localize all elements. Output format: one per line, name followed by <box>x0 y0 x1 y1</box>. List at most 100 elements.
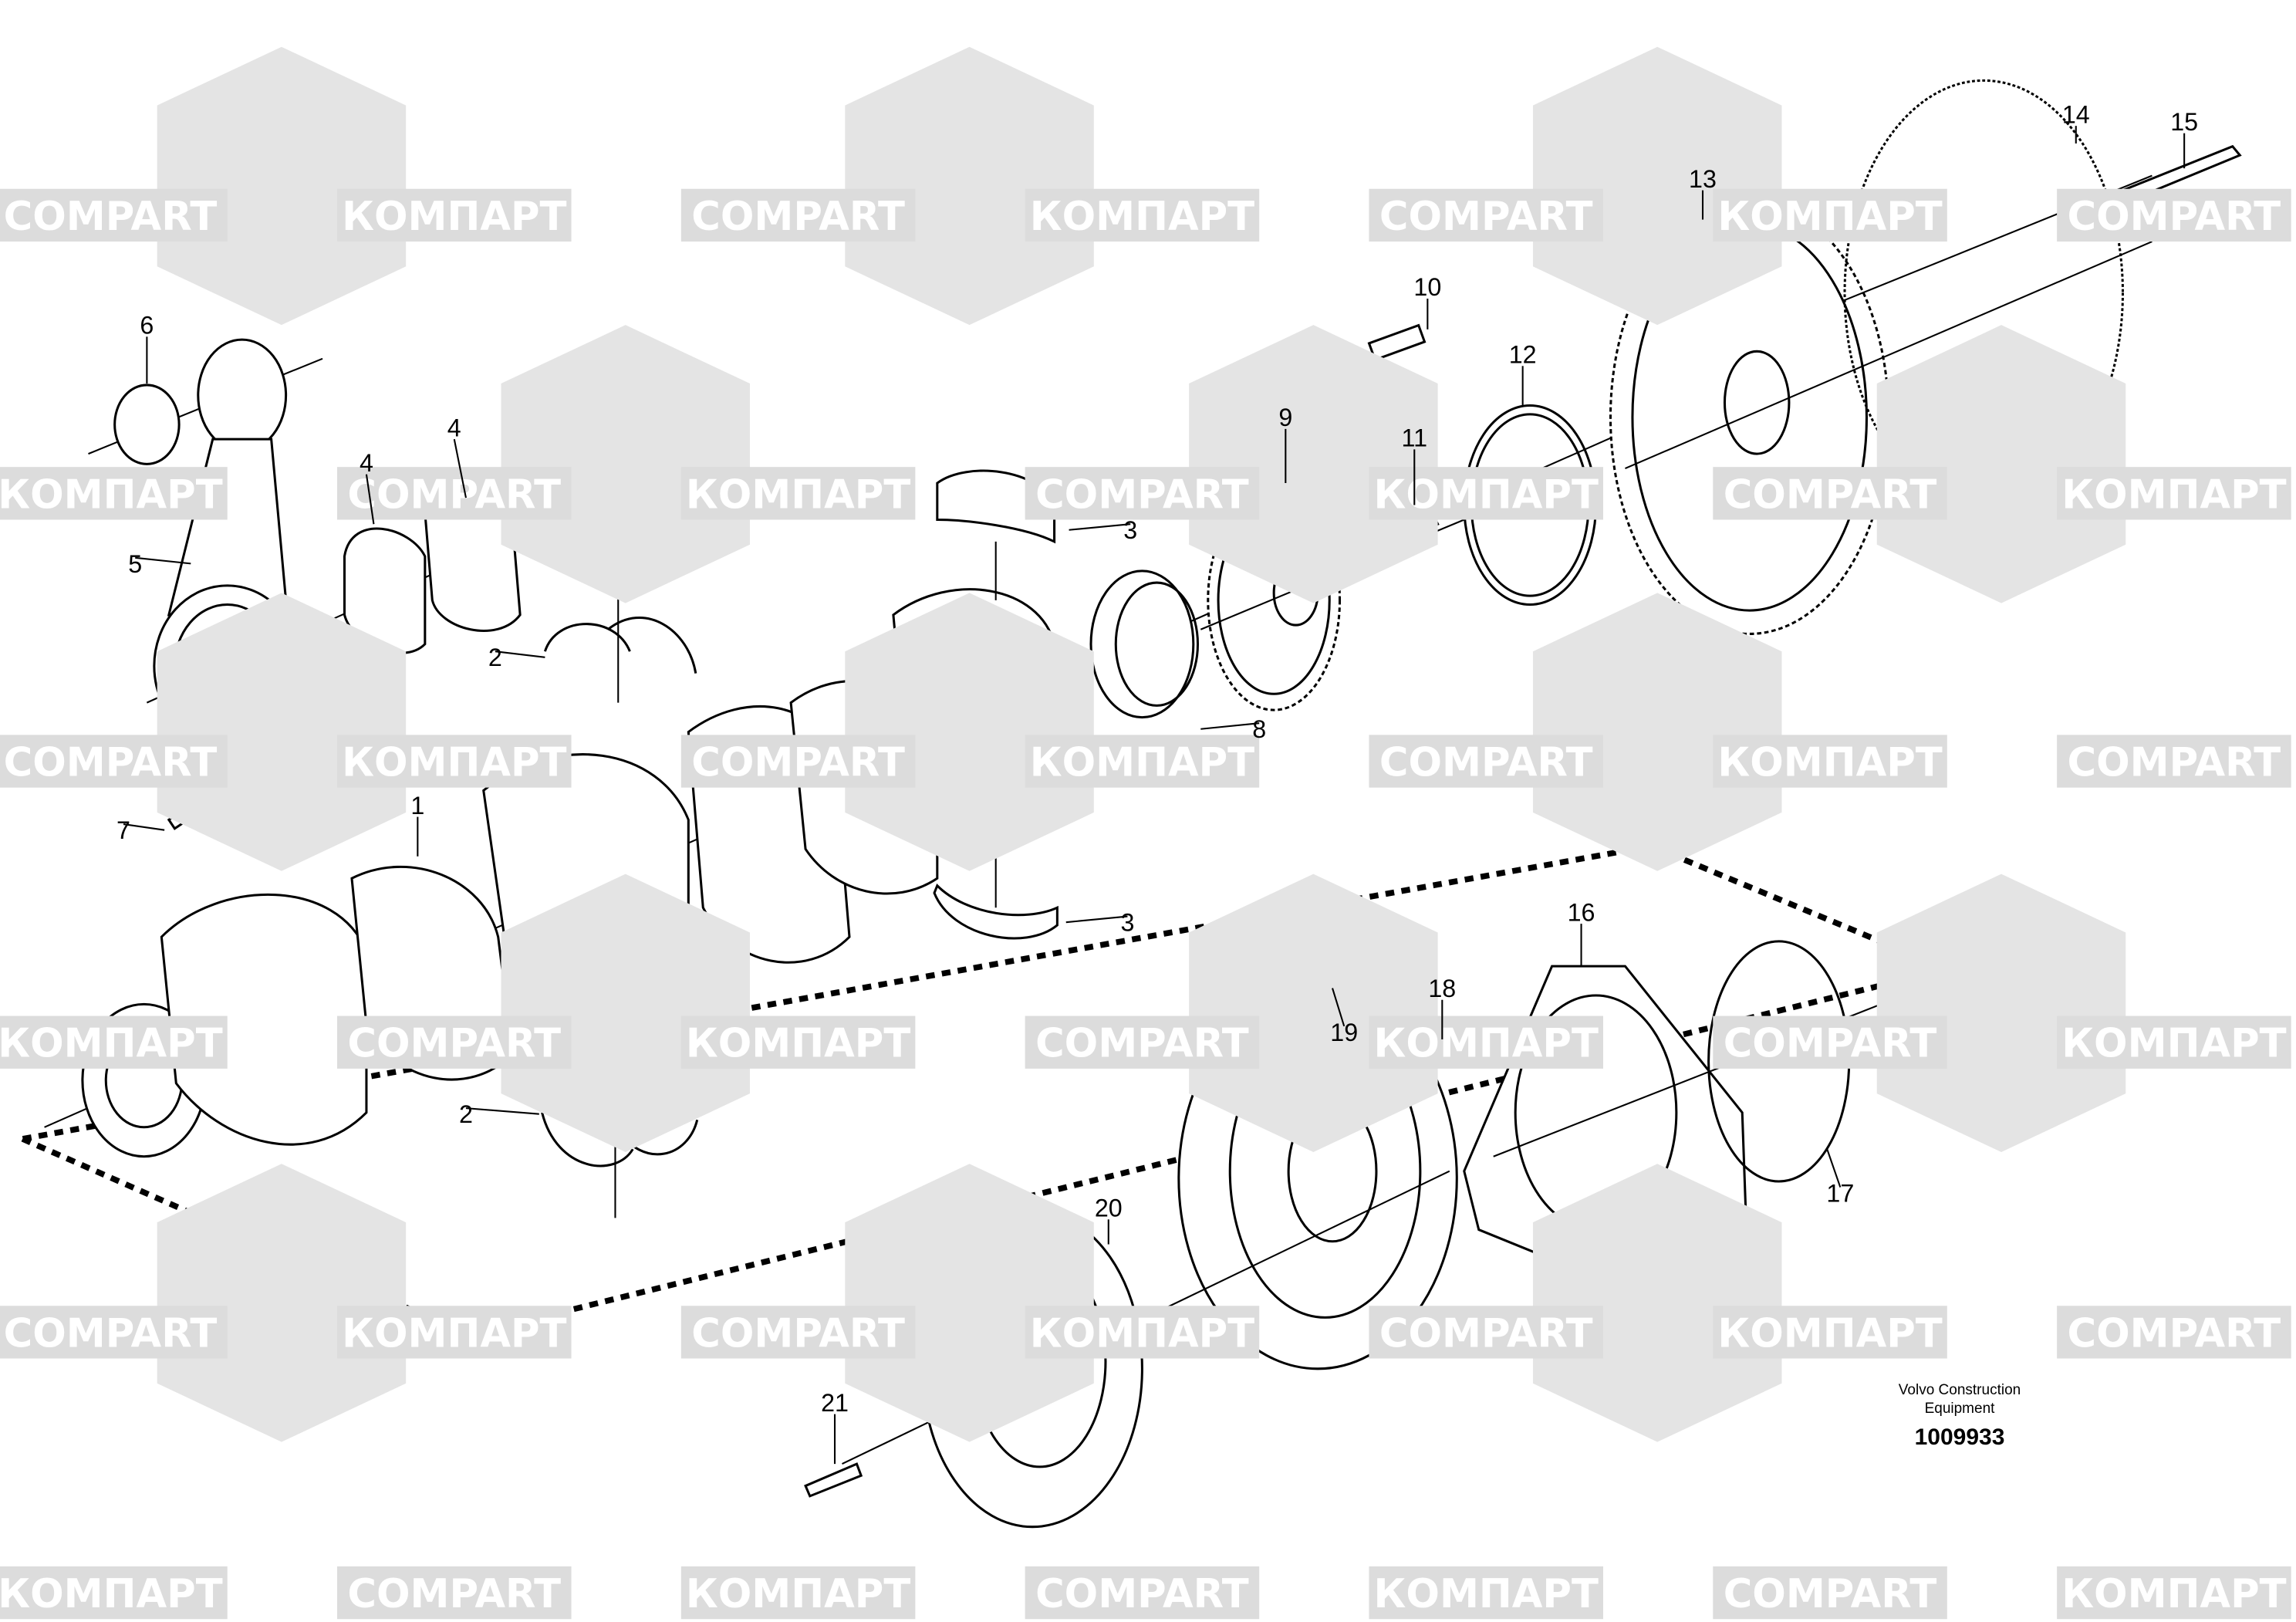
watermark-band <box>1369 1015 1604 1069</box>
callout-1[interactable]: 1 <box>410 792 424 819</box>
callout-leader <box>1069 523 1131 531</box>
callout-19[interactable]: 19 <box>1330 1019 1358 1046</box>
callout-3[interactable]: 3 <box>1123 516 1137 544</box>
watermark-band <box>1025 1566 1260 1620</box>
callout-7[interactable]: 7 <box>116 816 130 844</box>
watermark-band <box>337 188 572 242</box>
watermark-text: COMPART <box>1035 1571 1249 1617</box>
watermark-text: КОМПАРТ <box>342 194 566 240</box>
watermark-band <box>337 1566 572 1620</box>
watermark-text: COMPART <box>347 1021 561 1067</box>
watermark-text: КОМПАРТ <box>0 471 223 518</box>
watermark-text: COMPART <box>1035 1021 1249 1067</box>
manufacturer-line2: Equipment <box>1924 1401 1995 1417</box>
watermark-band <box>1713 1015 1947 1069</box>
callout-12[interactable]: 12 <box>1509 340 1537 368</box>
callout-2[interactable]: 2 <box>488 644 502 671</box>
watermark-hexagon <box>1876 874 2126 1153</box>
watermark-hexagon <box>1189 874 1438 1153</box>
watermark-band <box>337 1015 572 1069</box>
watermark-text: КОМПАРТ <box>2061 1571 2286 1617</box>
manufacturer-line1: Volvo Construction <box>1898 1382 2021 1398</box>
watermark-band <box>0 1015 228 1069</box>
watermark-hexagon <box>845 46 1094 326</box>
watermark-band <box>1369 188 1604 242</box>
callout-20[interactable]: 20 <box>1095 1194 1123 1222</box>
callout-leader <box>1065 915 1128 924</box>
watermark-text: COMPART <box>347 1571 561 1617</box>
watermark-hexagon <box>157 1164 407 1442</box>
watermark-band <box>2057 1015 2291 1069</box>
watermark-band <box>337 1306 572 1359</box>
callout-21[interactable]: 21 <box>821 1389 849 1417</box>
thrust-washer <box>541 1112 634 1168</box>
watermark-text: COMPART <box>4 194 218 240</box>
callout-8[interactable]: 8 <box>1252 715 1266 743</box>
watermark-band <box>680 1306 916 1359</box>
callout-6[interactable]: 6 <box>140 312 154 340</box>
callout-leader <box>1826 1148 1842 1188</box>
callout-18[interactable]: 18 <box>1428 975 1456 1002</box>
watermark-text: COMPART <box>1379 739 1593 786</box>
watermark-hexagon <box>157 593 407 871</box>
watermark-band <box>1713 735 1947 788</box>
watermark-band <box>2057 1306 2291 1359</box>
watermark-text: COMPART <box>1379 1310 1593 1357</box>
callout-2[interactable]: 2 <box>459 1100 473 1128</box>
callout-17[interactable]: 17 <box>1826 1180 1854 1208</box>
callout-leader <box>365 474 375 525</box>
pulley-bolt <box>804 1462 863 1498</box>
watermark-band <box>1369 1566 1604 1620</box>
watermark-band <box>0 188 228 242</box>
watermark-hexagon <box>1876 325 2126 603</box>
callout-15[interactable]: 15 <box>2170 108 2198 136</box>
thrust-washer <box>607 616 697 674</box>
callout-14[interactable]: 14 <box>2062 100 2090 128</box>
watermark-band <box>2057 735 2291 788</box>
watermark-hexagon <box>501 874 750 1153</box>
watermark-text: КОМПАРТ <box>1030 1310 1254 1357</box>
watermark-band <box>0 1306 228 1359</box>
callout-leader <box>1332 988 1346 1027</box>
watermark-text: COMPART <box>691 1310 905 1357</box>
watermark-band <box>680 1015 916 1069</box>
watermark-text: КОМПАРТ <box>686 1571 910 1617</box>
callout-13[interactable]: 13 <box>1689 165 1717 193</box>
callout-9[interactable]: 9 <box>1278 404 1292 431</box>
watermark-band <box>2057 1566 2291 1620</box>
watermark-text: COMPART <box>2068 1310 2281 1357</box>
watermark-text: COMPART <box>691 194 905 240</box>
watermark-texts: COMPART КОМПАРТ COMPART КОМПАРТ COMPART КОМПА… <box>0 194 2287 1617</box>
watermark-band <box>2057 467 2291 520</box>
callout-10[interactable]: 10 <box>1413 273 1441 301</box>
dowel-pin <box>1367 323 1427 362</box>
callout-leader <box>465 1107 539 1115</box>
callout-5[interactable]: 5 <box>128 550 142 578</box>
callout-11[interactable]: 11 <box>1402 424 1427 452</box>
watermark-band <box>1025 735 1260 788</box>
watermark-text: КОМПАРТ <box>2061 471 2286 518</box>
watermark-band <box>1369 735 1604 788</box>
watermark-band <box>1025 188 1260 242</box>
watermark-text: COMPART <box>2068 194 2281 240</box>
callout-leader <box>135 556 191 565</box>
callout-4[interactable]: 4 <box>447 414 461 441</box>
callout-4[interactable]: 4 <box>360 449 373 477</box>
watermark-text: КОМПАРТ <box>0 1571 223 1617</box>
watermark-hexagon <box>157 46 407 326</box>
watermark-text: КОМПАРТ <box>1374 1021 1599 1067</box>
watermark-band <box>337 467 572 520</box>
watermark-band <box>1713 188 1947 242</box>
watermark-text: КОМПАРТ <box>686 471 910 518</box>
watermark-text: COMPART <box>347 471 561 518</box>
callout-16[interactable]: 16 <box>1568 898 1595 926</box>
callout-leader <box>1200 722 1260 730</box>
watermark-text: COMPART <box>1035 471 1249 518</box>
watermark-text: КОМПАРТ <box>1374 1571 1599 1617</box>
watermark-band <box>1025 1306 1260 1359</box>
watermark-hexagon <box>501 325 750 603</box>
callout-3[interactable]: 3 <box>1120 909 1134 937</box>
watermark-text: COMPART <box>2068 739 2281 786</box>
watermark-hexagon <box>845 593 1094 871</box>
